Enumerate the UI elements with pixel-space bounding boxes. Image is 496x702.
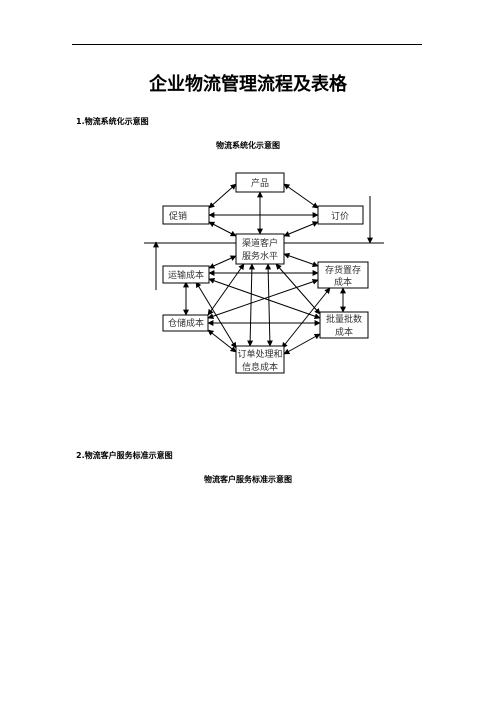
edge-inventory-warehouse <box>207 278 319 320</box>
node-inventory-cost: 存货置存 成本 <box>317 261 369 289</box>
svg-text:订价: 订价 <box>331 211 349 222</box>
node-transport-cost: 运输成本 <box>162 265 210 284</box>
svg-text:成本: 成本 <box>334 276 352 288</box>
edge-service-transport <box>208 255 237 269</box>
edge-lot-order <box>283 333 321 355</box>
edge-service-inventory <box>283 252 319 268</box>
edge-product-promotion <box>208 183 237 209</box>
node-price: 订价 <box>317 205 364 225</box>
node-service-level: 渠道客户 服务水平 <box>235 233 285 265</box>
edge-promotion-service <box>208 221 237 237</box>
edge-price-service <box>283 221 319 237</box>
svg-text:运输成本: 运输成本 <box>168 269 204 281</box>
svg-text:产品: 产品 <box>251 177 269 189</box>
node-promotion: 促销 <box>162 205 210 225</box>
edge-warehouse-order <box>207 329 237 353</box>
edge-service-order <box>247 263 255 347</box>
svg-text:批量批数: 批量批数 <box>326 313 362 325</box>
edge-service-lot <box>275 263 321 315</box>
svg-text:服务水平: 服务水平 <box>242 250 278 262</box>
edge-product-price <box>283 183 319 209</box>
svg-text:渠道客户: 渠道客户 <box>242 237 278 249</box>
node-order-info-cost: 订单处理和 信息成本 <box>235 345 285 374</box>
svg-text:仓储成本: 仓储成本 <box>168 317 204 329</box>
section-heading-2: 2.物流客户服务标准示意图 <box>76 451 173 460</box>
svg-text:信息成本: 信息成本 <box>242 361 278 373</box>
svg-text:促销: 促销 <box>169 210 187 222</box>
node-lot-cost: 批量批数 成本 <box>319 311 369 339</box>
svg-text:订单处理和: 订单处理和 <box>237 348 282 360</box>
svg-text:存货置存: 存货置存 <box>325 264 361 276</box>
section-caption-2: 物流客户服务标准示意图 <box>204 475 292 484</box>
page-title: 企业物流管理流程及表格 <box>149 74 347 95</box>
header-rule <box>72 44 422 45</box>
node-product: 产品 <box>235 172 285 193</box>
svg-text:成本: 成本 <box>335 326 353 338</box>
node-warehouse-cost: 仓储成本 <box>162 314 209 332</box>
edge-service-order-2 <box>265 263 273 347</box>
section-heading-1: 1.物流系统化示意图 <box>76 117 149 126</box>
section-caption-1: 物流系统化示意图 <box>216 141 280 150</box>
